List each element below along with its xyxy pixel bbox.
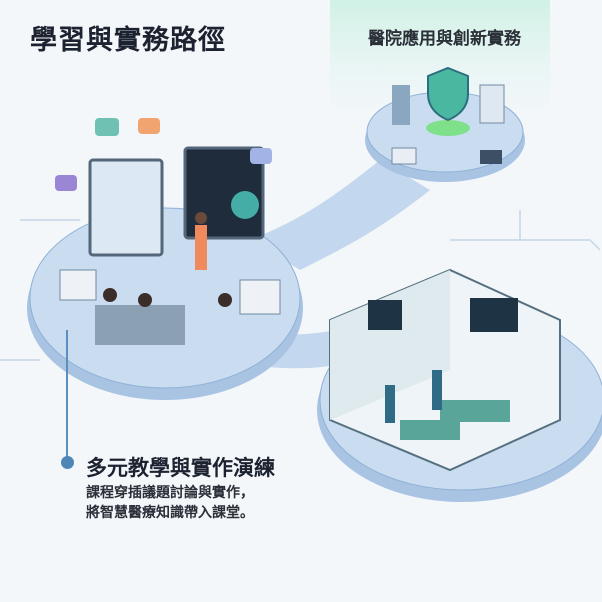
- page-title: 學習與實務路徑: [30, 25, 226, 56]
- hospital-ward-platform: [317, 268, 602, 502]
- instructor: [195, 225, 207, 270]
- timeline-line: [66, 330, 68, 458]
- connector-band: [250, 160, 430, 270]
- classroom-platform: [27, 118, 303, 400]
- chat-bubble-icon: [95, 118, 119, 136]
- hospital-innovation-platform: [365, 66, 525, 182]
- description-line: 將智慧醫療知識帶入課堂。: [86, 505, 254, 521]
- kiosk-icon: [479, 84, 505, 124]
- hospital-section-title: 醫院應用與創新實務: [368, 29, 521, 49]
- student-desks: [95, 305, 185, 345]
- chat-bubble-icon: [55, 175, 77, 191]
- hospital-bed: [440, 400, 510, 422]
- shield-icon: [427, 66, 469, 122]
- teaching-section-description: 課程穿插議題討論與實作， 將智慧醫療知識帶入課堂。: [86, 483, 254, 523]
- monitor-xray: [88, 158, 164, 257]
- timeline-dot: [61, 456, 74, 469]
- heart-monitor: [470, 298, 518, 332]
- chat-bubble-icon: [138, 118, 160, 134]
- description-line: 課程穿插議題討論與實作，: [86, 485, 254, 501]
- chat-bubble-icon: [250, 148, 272, 164]
- teaching-section-title: 多元教學與實作演練: [86, 456, 275, 480]
- doctor: [432, 370, 442, 410]
- robot-arm-icon: [392, 85, 410, 125]
- nurse: [385, 385, 395, 423]
